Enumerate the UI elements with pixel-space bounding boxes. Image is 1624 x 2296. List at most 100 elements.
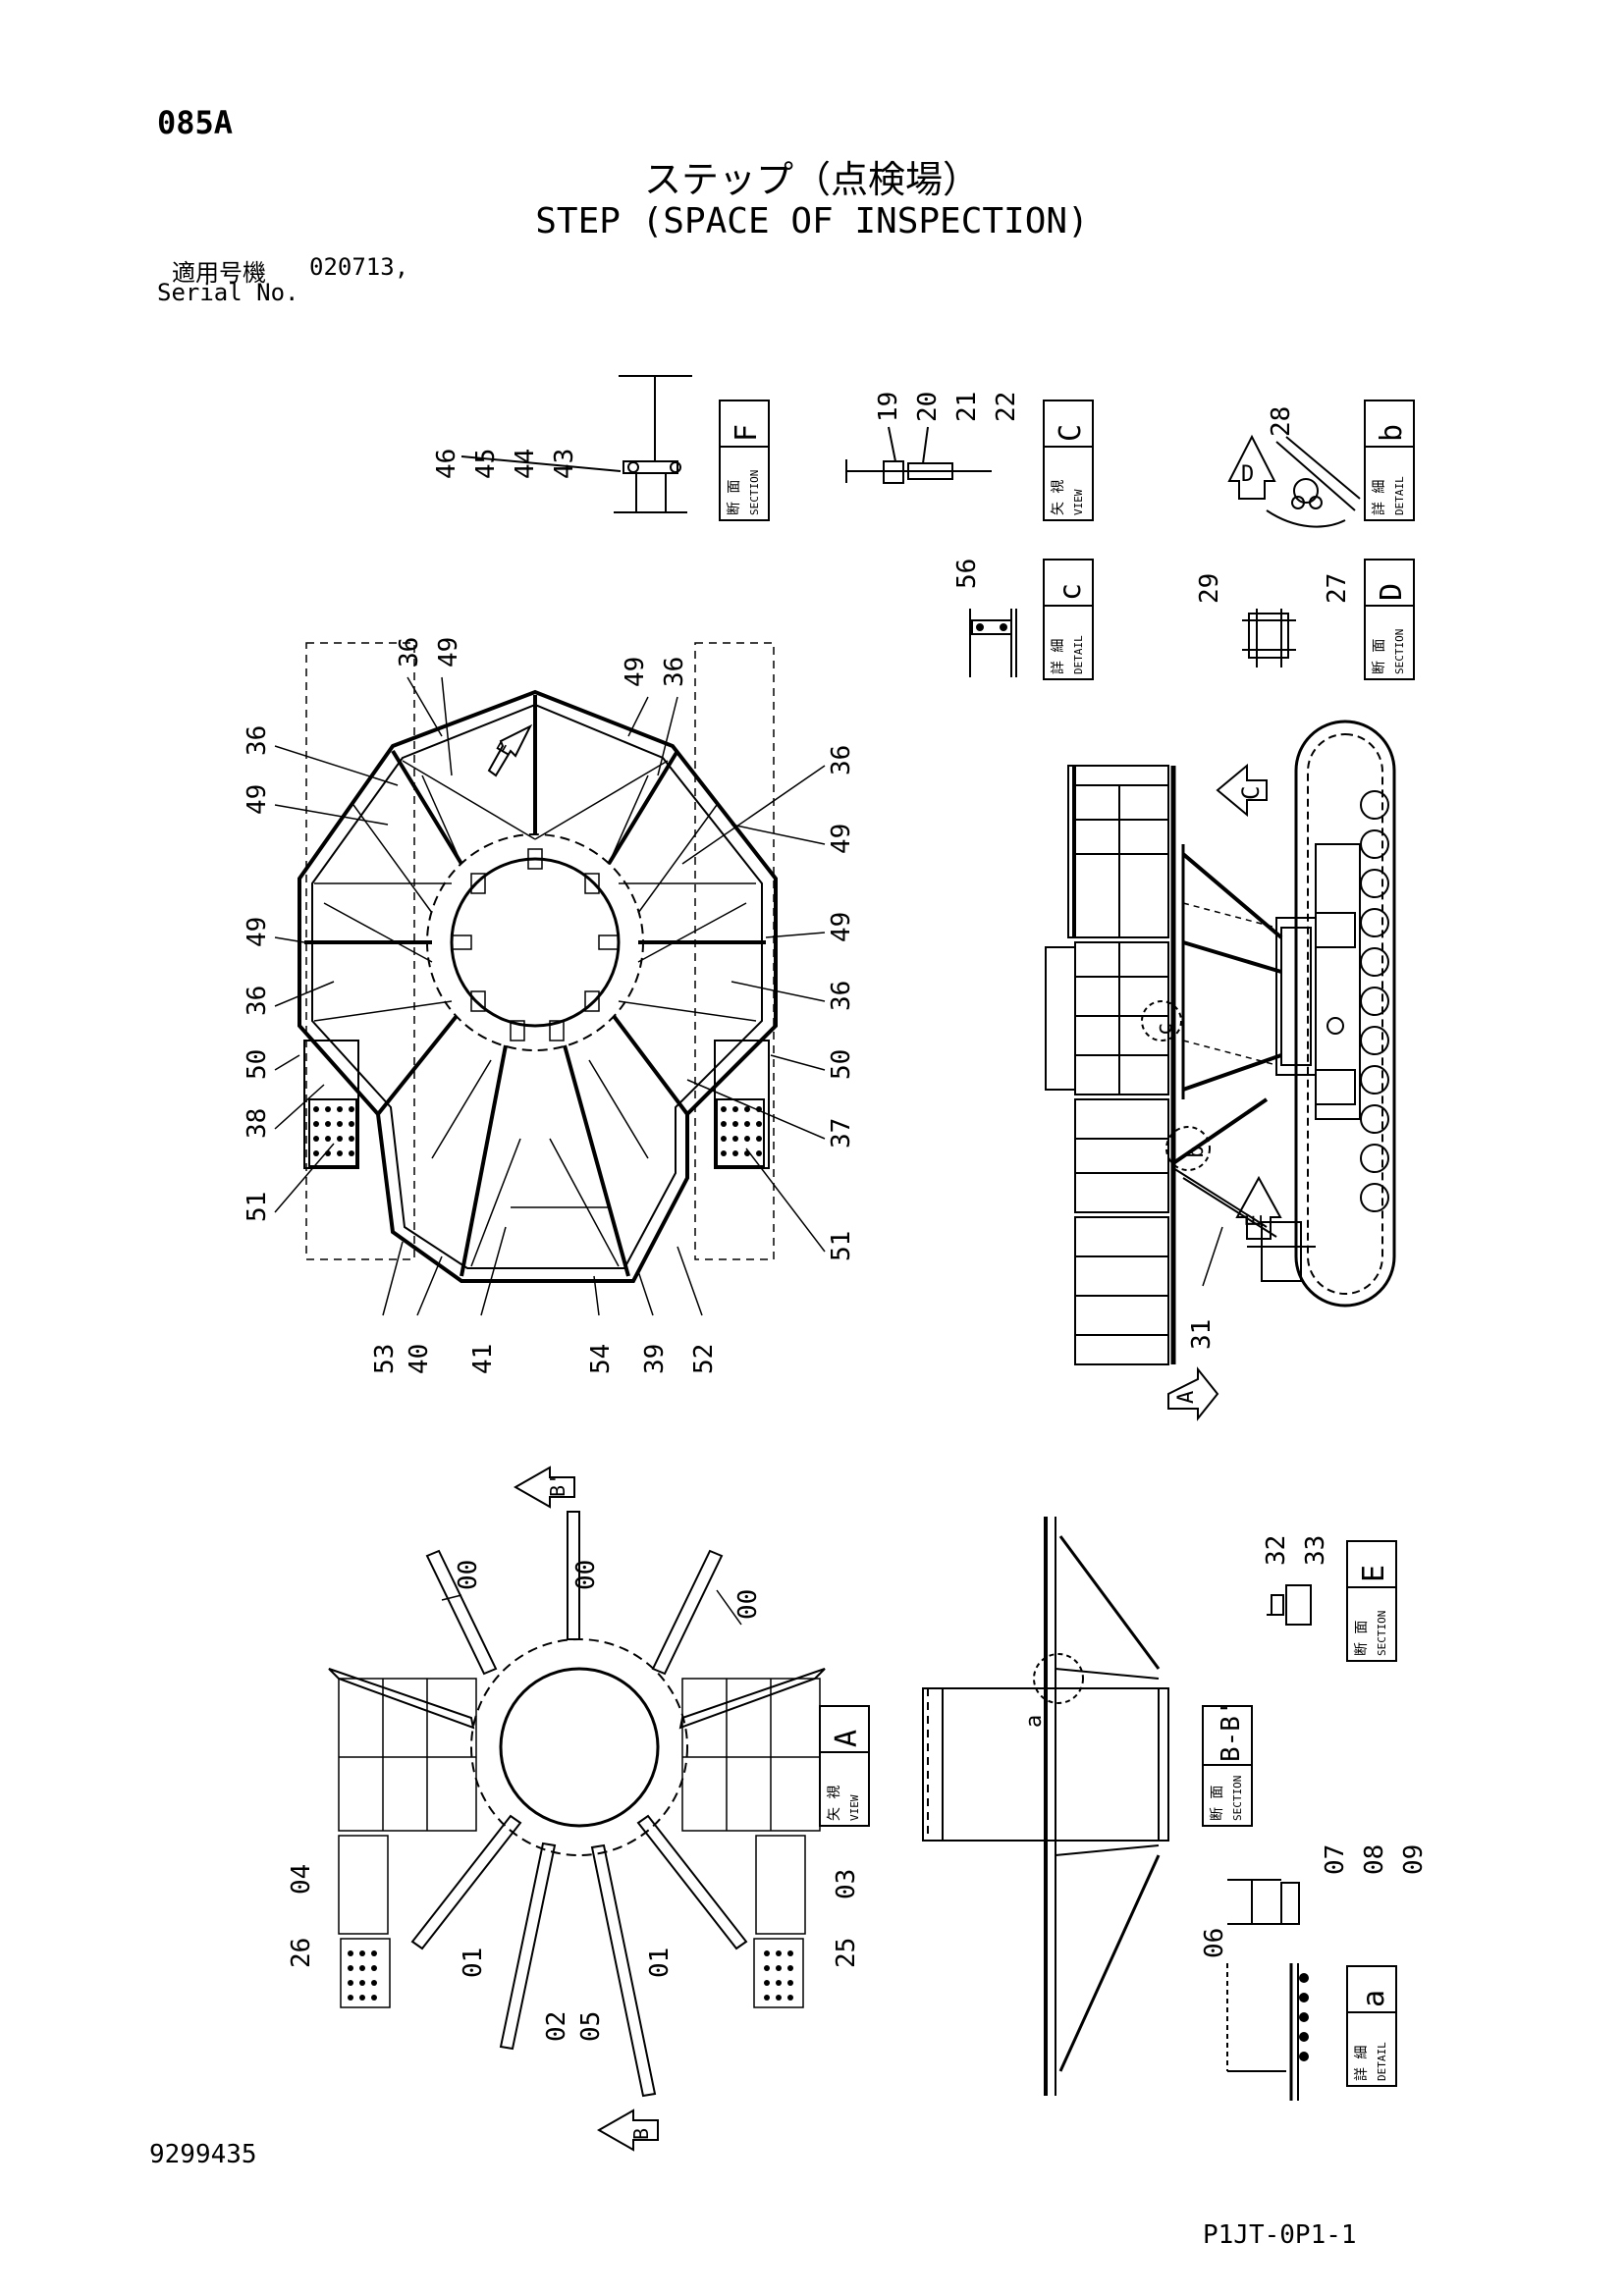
callout-label: 00 xyxy=(733,1589,763,1620)
detail-b-group: D 28 b 詳 細 DETAIL xyxy=(1227,400,1415,528)
document-number: 9299435 xyxy=(149,2140,257,2169)
callout-label: 22 xyxy=(992,392,1021,422)
callout-label: 21 xyxy=(952,392,982,422)
callout-label: 51 xyxy=(827,1231,856,1261)
callout-label: 03 xyxy=(832,1869,861,1899)
callout-label: b xyxy=(1184,1146,1209,1158)
callout-label: 49 xyxy=(243,784,272,815)
callout-label: 01 xyxy=(459,1948,488,1978)
callout-label: 56 xyxy=(952,559,982,589)
label-letter: F xyxy=(730,424,764,442)
callout-label: 36 xyxy=(660,657,689,687)
callout-label: 断 面 xyxy=(1354,1621,1370,1656)
callout-label: 06 xyxy=(1200,1928,1229,1958)
callout-label: 49 xyxy=(434,637,463,667)
callout-label: E xyxy=(1357,1565,1391,1582)
callout-label: 38 xyxy=(243,1108,272,1139)
callout-label: 36 xyxy=(243,986,272,1016)
callout-label: 36 xyxy=(827,745,856,775)
callout-label: 50 xyxy=(243,1049,272,1080)
callout-label: c xyxy=(1054,583,1088,601)
callout-label: a xyxy=(1357,1990,1391,2007)
main-plan-view: F 36 49 49 36 50 38 51 36 49 49 36 36 49… xyxy=(243,637,856,1374)
callout-label: 詳 細 xyxy=(1372,480,1387,515)
page-code: 085A xyxy=(157,104,234,141)
callout-label: 32 xyxy=(1262,1535,1291,1566)
callout-label: a xyxy=(1022,1715,1047,1728)
callout-label: 51 xyxy=(243,1192,272,1222)
callout-label: B' xyxy=(546,1473,569,1497)
callout-label: 05 xyxy=(576,2011,606,2042)
section-d-group: 29 27 D 断 面 SECTION xyxy=(1195,559,1415,680)
callout-label: 40 xyxy=(405,1344,434,1374)
callout-label: 19 xyxy=(874,392,903,422)
section-f-group: 46 45 44 43 F 断 面 SECTION xyxy=(432,375,770,521)
callout-label: 08 xyxy=(1360,1844,1389,1875)
step-right xyxy=(714,1040,770,1169)
callout-label: 36 xyxy=(827,981,856,1011)
serial-value: 020713, xyxy=(309,253,409,281)
callout-label: 詳 細 xyxy=(1051,639,1066,674)
callout-label: 39 xyxy=(640,1344,670,1374)
callout-label: 26 xyxy=(287,1938,316,1968)
callout-label: 28 xyxy=(1267,406,1296,437)
callout-label: D xyxy=(1375,583,1409,601)
view-a-group: B' B 00 00 00 04 26 03 25 01 02 05 01 A … xyxy=(287,1466,870,2152)
callout-label: 25 xyxy=(832,1938,861,1968)
callout-label: E xyxy=(1243,1214,1268,1227)
callout-label: c xyxy=(1153,1023,1177,1036)
callout-label: 50 xyxy=(827,1049,856,1080)
callout-label: SECTION xyxy=(1231,1776,1244,1821)
callout-label: 02 xyxy=(542,2011,571,2042)
callout-label: 詳 細 xyxy=(1354,2046,1370,2081)
side-view: c b E C A 31 xyxy=(1045,720,1396,1421)
callout-label: 04 xyxy=(287,1864,316,1895)
step-left xyxy=(303,1040,359,1169)
detail-c-group: 56 c 詳 細 DETAIL xyxy=(952,559,1094,680)
callout-label: 矢 視 xyxy=(1051,480,1066,515)
callout-label: 49 xyxy=(827,824,856,854)
callout-label: SECTION xyxy=(1393,629,1406,674)
callout-label: 31 xyxy=(1187,1319,1217,1350)
callout-label: C xyxy=(1237,786,1265,800)
callout-label: F xyxy=(491,738,517,760)
callout-label: 断 面 xyxy=(1210,1786,1225,1821)
callout-label: D xyxy=(1241,462,1254,487)
section-bb-group: a B-B' 断 面 SECTION xyxy=(922,1517,1253,2096)
callout-label: 20 xyxy=(913,392,943,422)
callout-label: 49 xyxy=(621,657,650,687)
title-japanese: ステップ（点検場） xyxy=(643,158,980,201)
callout-label: DETAIL xyxy=(1376,2042,1388,2081)
callout-label: 29 xyxy=(1195,573,1224,604)
callout-label: 52 xyxy=(689,1344,719,1374)
callout-label: 37 xyxy=(827,1118,856,1148)
callout-label: C xyxy=(1054,424,1088,442)
serial-label-english: Serial No. xyxy=(157,279,299,306)
callout-label: 36 xyxy=(395,637,424,667)
callout-label: 00 xyxy=(454,1560,483,1590)
callout-label: 矢 視 xyxy=(827,1786,842,1821)
callout-46: 46 xyxy=(432,449,461,479)
callout-label: VIEW xyxy=(1072,489,1085,515)
title-english: STEP (SPACE OF INSPECTION) xyxy=(535,201,1089,241)
callout-label: 33 xyxy=(1301,1535,1330,1566)
callout-label: b xyxy=(1375,424,1409,442)
callout-label: 53 xyxy=(370,1344,400,1374)
label-en: SECTION xyxy=(748,470,761,515)
callout-label: 27 xyxy=(1323,573,1352,604)
callout-label: 断 面 xyxy=(1372,639,1387,674)
callout-label: 49 xyxy=(827,912,856,942)
callout-label: 09 xyxy=(1399,1844,1429,1875)
label-jp: 断 面 xyxy=(727,480,742,515)
callout-label: VIEW xyxy=(848,1794,861,1821)
view-c-group: 19 20 21 22 C 矢 視 VIEW xyxy=(845,392,1094,521)
callout-label: 36 xyxy=(243,725,272,756)
callout-label: 49 xyxy=(243,917,272,947)
callout-label: A xyxy=(1174,1391,1199,1404)
callout-43: 43 xyxy=(550,449,579,479)
callout-label: 54 xyxy=(586,1344,616,1374)
callout-label: 00 xyxy=(571,1560,601,1590)
sheet-id: P1JT-0P1-1 xyxy=(1203,2220,1357,2250)
callout-label: B-B' xyxy=(1217,1700,1246,1762)
